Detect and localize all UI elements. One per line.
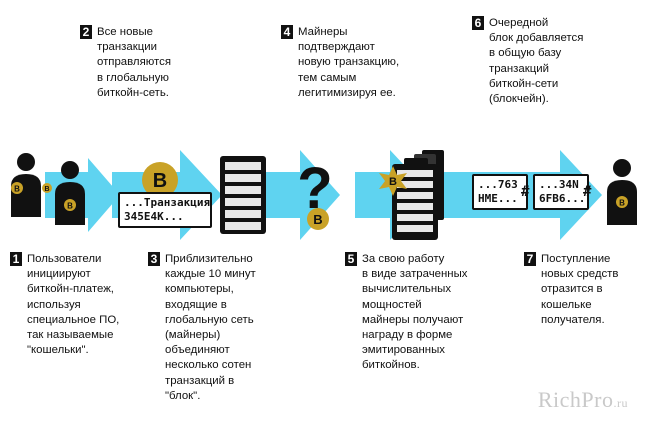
miner-servers-icon [392,150,444,240]
step-text: Очередной блок добавляется в общую базу … [489,17,584,106]
watermark: RichPro.ru [538,387,628,413]
svg-text:B: B [67,202,73,211]
block-a: ...763 HME... [472,174,528,210]
reward-coin-icon: B [379,166,407,196]
svg-text:B: B [14,185,20,194]
step-number: 6 [472,16,484,30]
watermark-suffix: .ru [613,396,628,410]
svg-text:B: B [619,199,625,208]
svg-text:B: B [153,170,167,192]
svg-text:B: B [389,176,397,188]
step-number: 2 [80,25,92,39]
step-text: Пользователи инициируют биткойн-платеж, … [27,253,120,357]
server-rack-icon [220,156,266,234]
small-coin-icon: B [616,196,628,208]
receiver-user-icon [607,159,637,225]
step-7: 7 Поступление новых средств отразится в … [524,252,618,328]
step-text: Майнеры подтверждают новую транзакцию, т… [298,26,400,99]
step-text: Поступление новых средств отразится в ко… [541,253,619,326]
step-5: 5 За свою работу в виде затраченных вычи… [345,252,467,374]
transaction-card: ...Транзакция 345E4K... [118,192,212,228]
flow-diagram: B B B B ? [0,120,650,260]
block-b: ...34N 6FB6... [533,174,589,210]
step-text: Приблизительно каждые 10 минут компьютер… [165,253,256,402]
step-text: Все новые транзакции отправляются в глоб… [97,26,171,99]
step-6: 6 Очередной блок добавляется в общую баз… [472,16,583,107]
step-2: 2 Все новые транзакции отправляются в гл… [80,25,171,101]
svg-text:B: B [313,212,322,227]
step-4: 4 Майнеры подтверждают новую транзакцию,… [281,25,399,101]
watermark-main: RichPro [537,387,614,412]
hash-symbol: # [521,184,530,200]
small-coin-icon: B B B [11,182,76,211]
step-text: За свою работу в виде затраченных вычисл… [362,253,468,372]
bitcoin-coin-icon: B [307,208,329,230]
step-number: 5 [345,252,357,266]
step-3: 3 Приблизительно каждые 10 минут компьют… [148,252,256,404]
step-number: 4 [281,25,293,39]
svg-text:B: B [44,186,49,193]
flow-arrow [262,150,340,240]
hash-symbol: # [583,184,592,200]
step-number: 3 [148,252,160,266]
step-1: 1 Пользователи инициируют биткойн-платеж… [10,252,119,358]
bitcoin-coin-icon: B [142,162,178,198]
step-number: 7 [524,252,536,266]
step-number: 1 [10,252,22,266]
